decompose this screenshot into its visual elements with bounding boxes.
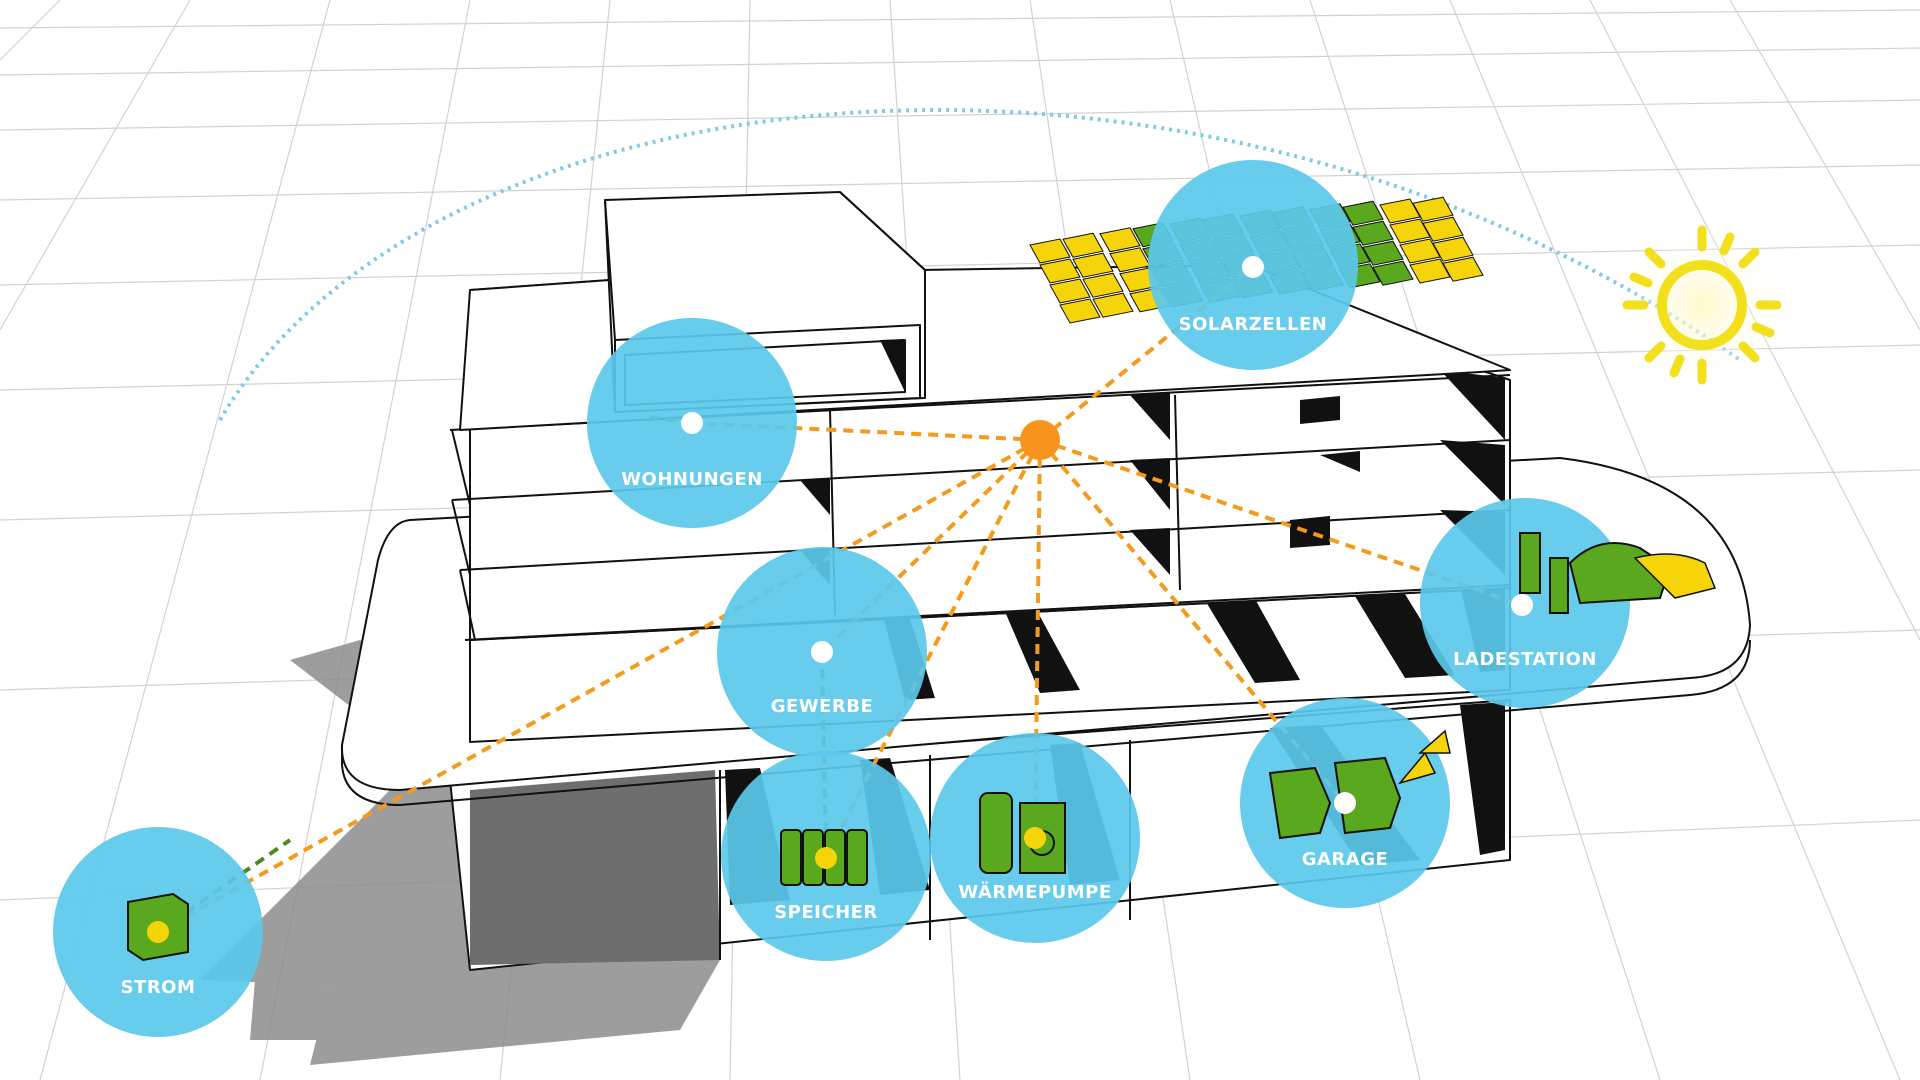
node-dot <box>811 641 833 663</box>
node-label: WOHNUNGEN <box>621 469 763 490</box>
solar-panel <box>1362 240 1404 266</box>
heat-pump-icon <box>979 792 1066 874</box>
node-garage[interactable]: GARAGE <box>1240 698 1451 908</box>
solar-panel <box>1379 198 1421 224</box>
node-dot <box>1511 594 1533 616</box>
solar-panel <box>1072 252 1114 278</box>
node-gewerbe[interactable]: GEWERBE <box>717 547 927 757</box>
battery-storage-icon <box>780 829 868 886</box>
solar-panel <box>1099 227 1141 253</box>
node-label: GEWERBE <box>771 696 874 717</box>
solar-panel <box>1039 258 1081 284</box>
solar-panel <box>1049 278 1091 304</box>
energy-flow-strom <box>157 438 1041 934</box>
node-label: SOLARZELLEN <box>1179 314 1328 335</box>
node-label: LADESTATION <box>1453 649 1597 670</box>
node-strom[interactable]: STROM <box>53 827 263 1037</box>
node-dot <box>681 412 703 434</box>
node-ladestation[interactable]: LADESTATION <box>1420 498 1717 708</box>
node-label: GARAGE <box>1302 849 1389 870</box>
solar-panel <box>1062 232 1104 258</box>
ev-charger-icon <box>1519 532 1717 614</box>
node-solar[interactable]: SOLARZELLEN <box>1148 160 1358 370</box>
node-dot <box>1242 256 1264 278</box>
node-dot <box>147 921 169 943</box>
solar-panel <box>1059 298 1101 324</box>
solar-panel <box>1422 216 1464 242</box>
staircase <box>1290 396 1360 548</box>
node-waermepumpe[interactable]: WÄRMEPUMPE <box>930 733 1140 943</box>
solar-panel <box>1342 200 1384 226</box>
solar-panel <box>1352 220 1394 246</box>
solar-panel <box>1082 272 1124 298</box>
node-label: STROM <box>121 977 196 998</box>
node-dot <box>1334 792 1356 814</box>
sun-icon <box>1617 220 1787 390</box>
node-label: WÄRMEPUMPE <box>958 881 1111 903</box>
node-speicher[interactable]: SPEICHER <box>721 751 931 961</box>
node-label: SPEICHER <box>774 902 878 923</box>
node-wohnungen[interactable]: WOHNUNGEN <box>587 318 797 528</box>
solar-panel <box>1029 238 1071 264</box>
solar-panel <box>1409 258 1451 284</box>
solar-panel <box>1399 238 1441 264</box>
solar-panel <box>1092 292 1134 318</box>
solar-panel <box>1389 218 1431 244</box>
energy-hub <box>1020 420 1060 460</box>
solar-panel <box>1432 236 1474 262</box>
solar-panel <box>1442 256 1484 282</box>
solar-panel <box>1412 196 1454 222</box>
node-dot <box>815 847 837 869</box>
node-dot <box>1024 827 1046 849</box>
solar-panel <box>1372 260 1414 286</box>
car-icon <box>1268 729 1451 840</box>
